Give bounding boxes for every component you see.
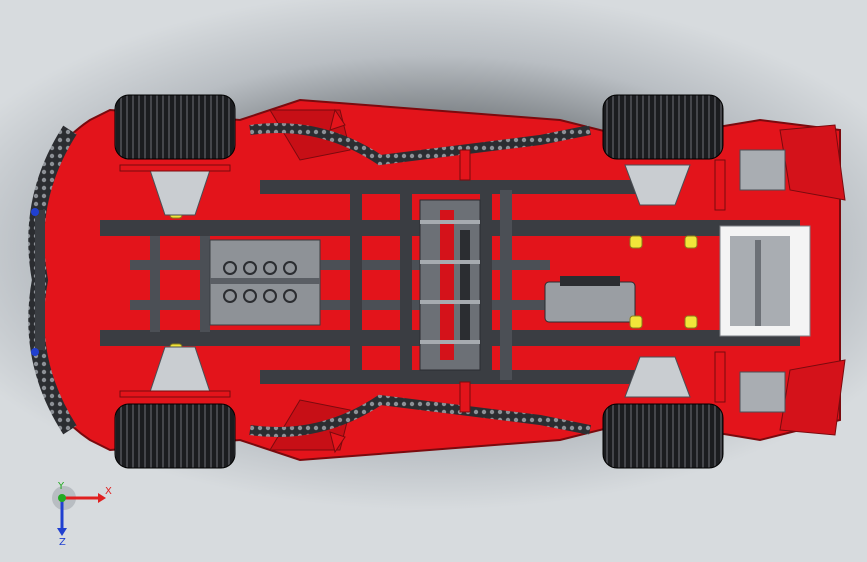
front-bumper <box>28 125 77 435</box>
chain-beams <box>249 123 591 437</box>
wheel-rear-left <box>602 94 724 160</box>
z-axis-arrowhead <box>57 528 67 536</box>
y-axis-label: Y <box>57 481 65 492</box>
y-axis-dot <box>58 494 66 502</box>
motor-unit <box>544 276 636 323</box>
red-axles <box>119 149 726 413</box>
suspension-arms <box>149 149 786 413</box>
coordinate-triad: X Y Z <box>52 481 112 546</box>
wheel-front-left <box>114 94 236 160</box>
x-axis-label: X <box>105 486 112 497</box>
wheel-rear-right <box>602 403 724 469</box>
side-fins <box>329 108 346 454</box>
gearbox <box>419 199 481 371</box>
battery-box <box>719 225 811 337</box>
z-axis-label: Z <box>59 537 66 546</box>
x-axis-arrowhead <box>98 493 106 503</box>
wheel-front-right <box>114 403 236 469</box>
engine-block <box>209 239 321 326</box>
